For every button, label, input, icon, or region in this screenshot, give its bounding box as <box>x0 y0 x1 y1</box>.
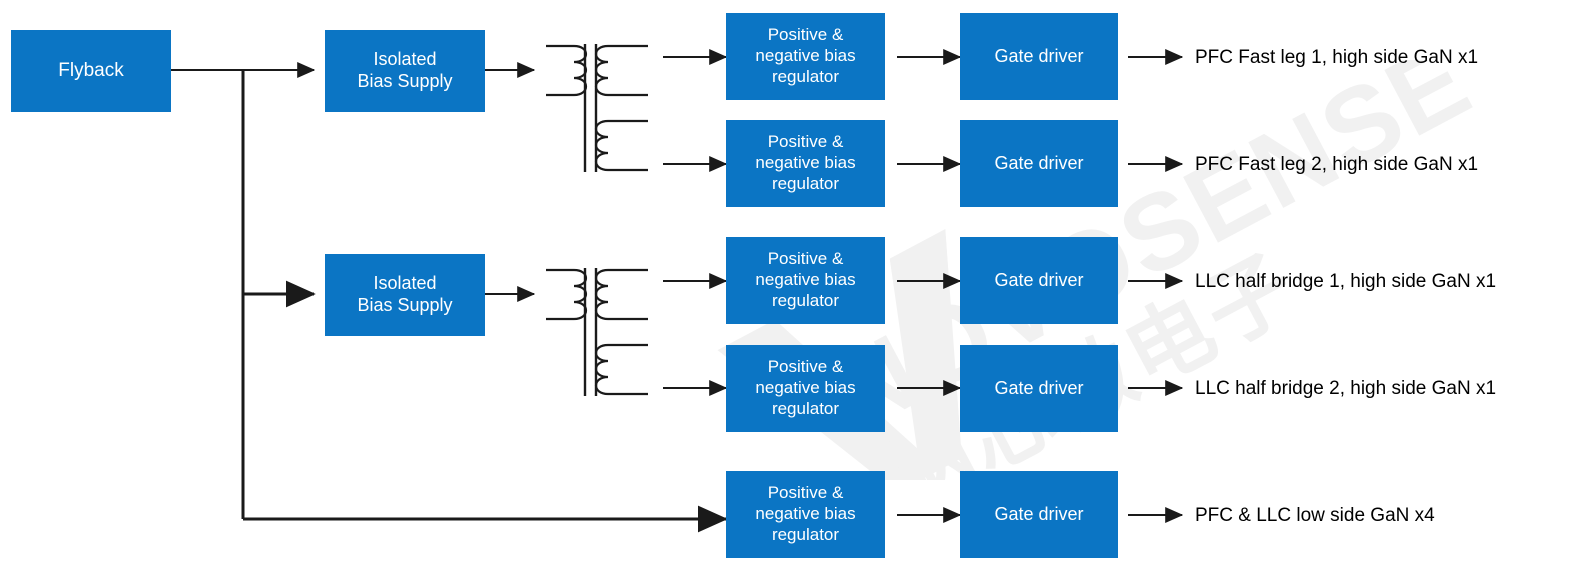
ibs2-line2: Bias Supply <box>357 295 453 315</box>
block-gate-driver-2[interactable]: Gate driver <box>960 120 1118 207</box>
transformer-2-symbol <box>546 268 648 396</box>
block-isolated-bias-supply-1[interactable]: Isolated Bias Supply <box>325 30 485 112</box>
block-gate-driver-1[interactable]: Gate driver <box>960 13 1118 100</box>
reg1-line3: regulator <box>771 66 840 86</box>
gate-driver-5-label: Gate driver <box>994 503 1084 524</box>
block-gate-driver-5[interactable]: Gate driver <box>960 471 1118 558</box>
gate-driver-1-label: Gate driver <box>994 45 1084 66</box>
gate-driver-2-label: Gate driver <box>994 152 1084 173</box>
reg4-line3: regulator <box>771 398 840 418</box>
ibs1-line1: Isolated <box>373 49 437 70</box>
block-bias-regulator-4[interactable]: Positive & negative bias regulator <box>726 345 885 432</box>
transformer-1-symbol <box>546 44 648 172</box>
block-gate-driver-4[interactable]: Gate driver <box>960 345 1118 432</box>
block-flyback[interactable]: Flyback <box>11 30 171 112</box>
reg3-line1: Positive & <box>767 249 844 269</box>
reg5-line3: regulator <box>771 524 840 544</box>
reg2-line1: Positive & <box>767 132 844 152</box>
reg4-line2: negative bias <box>755 378 856 398</box>
gate-driver-3-label: Gate driver <box>994 269 1084 290</box>
reg1-line2: negative bias <box>755 46 856 66</box>
output-label-1: PFC Fast leg 1, high side GaN x1 <box>1195 47 1479 68</box>
reg1-line1: Positive & <box>767 25 844 45</box>
ibs2-line1: Isolated <box>373 273 437 294</box>
output-label-3: LLC half bridge 1, high side GaN x1 <box>1195 271 1497 292</box>
reg5-line1: Positive & <box>767 483 844 503</box>
ibs1-line2: Bias Supply <box>357 71 453 91</box>
output-label-2: PFC Fast leg 2, high side GaN x1 <box>1195 154 1479 175</box>
reg2-line2: negative bias <box>755 153 856 173</box>
block-gate-driver-3[interactable]: Gate driver <box>960 237 1118 324</box>
reg3-line3: regulator <box>771 290 840 310</box>
block-bias-regulator-1[interactable]: Positive & negative bias regulator <box>726 13 885 100</box>
reg3-line2: negative bias <box>755 270 856 290</box>
output-label-4: LLC half bridge 2, high side GaN x1 <box>1195 378 1497 399</box>
block-bias-regulator-2[interactable]: Positive & negative bias regulator <box>726 120 885 207</box>
reg5-line2: negative bias <box>755 504 856 524</box>
block-bias-regulator-5[interactable]: Positive & negative bias regulator <box>726 471 885 558</box>
block-isolated-bias-supply-2[interactable]: Isolated Bias Supply <box>325 254 485 336</box>
block-flyback-label: Flyback <box>58 60 124 82</box>
gate-driver-4-label: Gate driver <box>994 377 1084 398</box>
reg2-line3: regulator <box>771 173 840 193</box>
block-bias-regulator-3[interactable]: Positive & negative bias regulator <box>726 237 885 324</box>
output-label-5: PFC & LLC low side GaN x4 <box>1195 505 1435 526</box>
reg4-line1: Positive & <box>767 357 844 377</box>
